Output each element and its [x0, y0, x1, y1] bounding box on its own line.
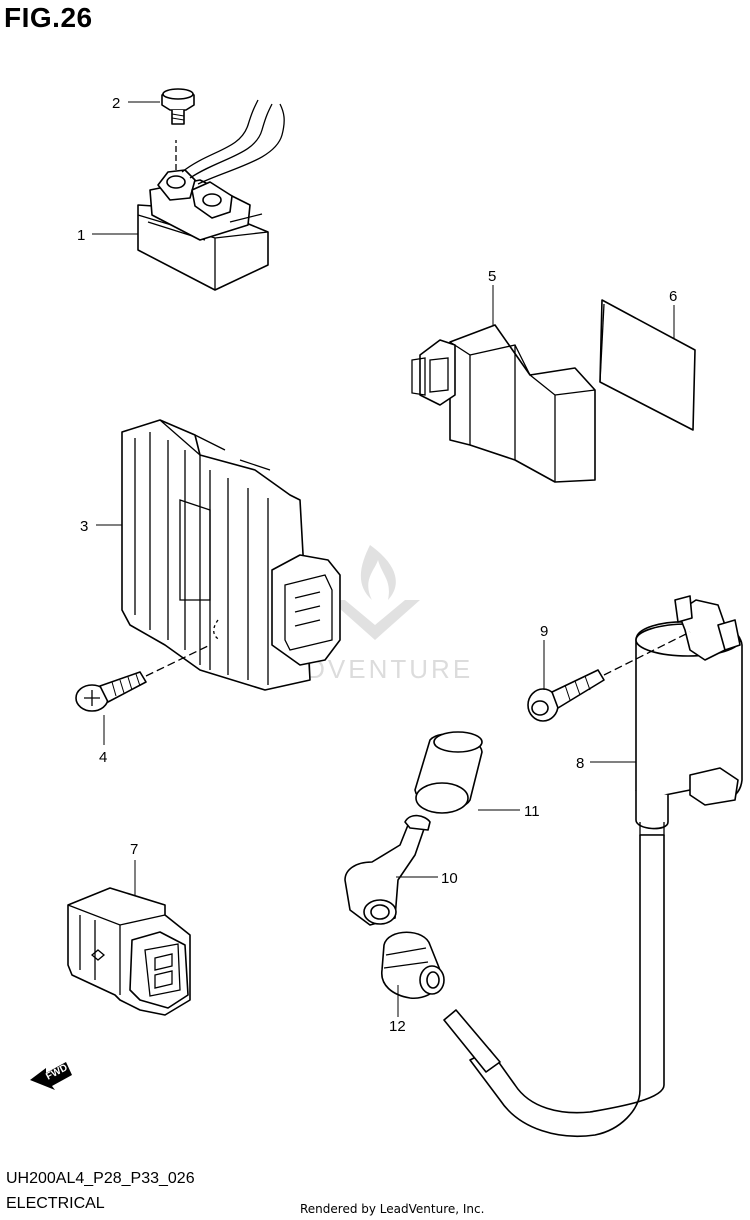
callout-4: 4 — [99, 749, 107, 766]
callout-6: 6 — [669, 288, 677, 305]
part-1-relay[interactable] — [137, 99, 285, 291]
part-12-boot[interactable] — [381, 931, 445, 999]
part-5-ecm[interactable] — [411, 324, 596, 483]
callout-2: 2 — [112, 95, 120, 112]
callout-5: 5 — [488, 268, 496, 285]
callout-1: 1 — [77, 227, 85, 244]
model-code: UH200AL4_P28_P33_026 — [6, 1170, 195, 1187]
part-10-plug-cap[interactable] — [344, 814, 431, 926]
part-7-connector[interactable] — [67, 887, 191, 1016]
part-3-regulator[interactable] — [121, 419, 341, 691]
part-4-screw[interactable] — [75, 644, 211, 712]
callout-11: 11 — [524, 803, 540, 820]
callout-12: 12 — [389, 1018, 406, 1035]
part-9-bolt[interactable] — [527, 631, 691, 722]
callout-3: 3 — [80, 518, 88, 535]
callout-10: 10 — [441, 870, 458, 887]
fwd-arrow: FWD — [30, 1062, 72, 1090]
callout-8: 8 — [576, 755, 584, 772]
callout-9: 9 — [540, 623, 548, 640]
section-title: ELECTRICAL — [6, 1195, 105, 1212]
render-credit: Rendered by LeadVenture, Inc. — [300, 1202, 485, 1216]
callout-7: 7 — [130, 841, 138, 858]
callout-numbers: 2 1 3 4 5 6 7 8 9 10 11 12 — [77, 95, 677, 1035]
part-8-ignition-coil[interactable] — [443, 595, 743, 1138]
part-2-bolt[interactable] — [161, 88, 195, 125]
leader-lines — [92, 101, 675, 1017]
part-11-seal[interactable] — [414, 731, 483, 814]
part-6-pad[interactable] — [599, 299, 696, 431]
figure-title: FIG.26 — [4, 2, 93, 33]
